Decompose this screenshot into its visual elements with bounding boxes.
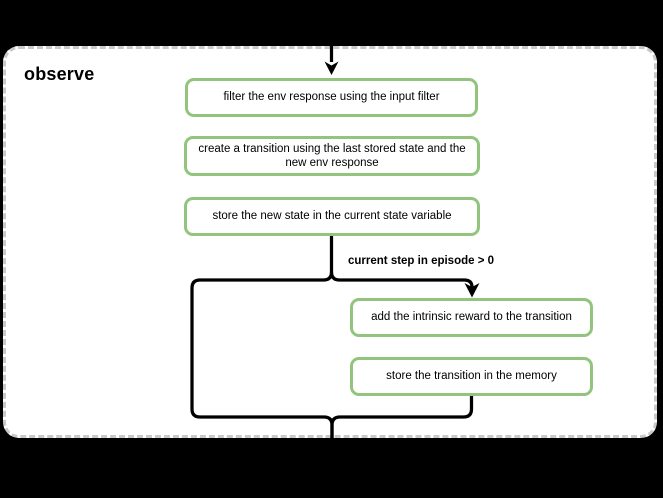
step-store-transition-memory: store the transition in the memory (350, 357, 593, 396)
step-label: store the new state in the current state… (212, 210, 452, 223)
step-label: filter the env response using the input … (223, 91, 440, 104)
condition-label: current step in episode > 0 (348, 255, 495, 267)
step-label: store the transition in the memory (386, 370, 557, 383)
step-filter-env-response: filter the env response using the input … (185, 78, 478, 117)
step-label: add the intrinsic reward to the transiti… (371, 311, 572, 324)
step-label: create a transition using the last store… (198, 142, 466, 169)
step-store-new-state: store the new state in the current state… (184, 197, 480, 236)
group-title: observe (24, 64, 95, 84)
step-add-intrinsic-reward: add the intrinsic reward to the transiti… (350, 298, 593, 337)
step-create-transition: create a transition using the last store… (184, 136, 480, 176)
